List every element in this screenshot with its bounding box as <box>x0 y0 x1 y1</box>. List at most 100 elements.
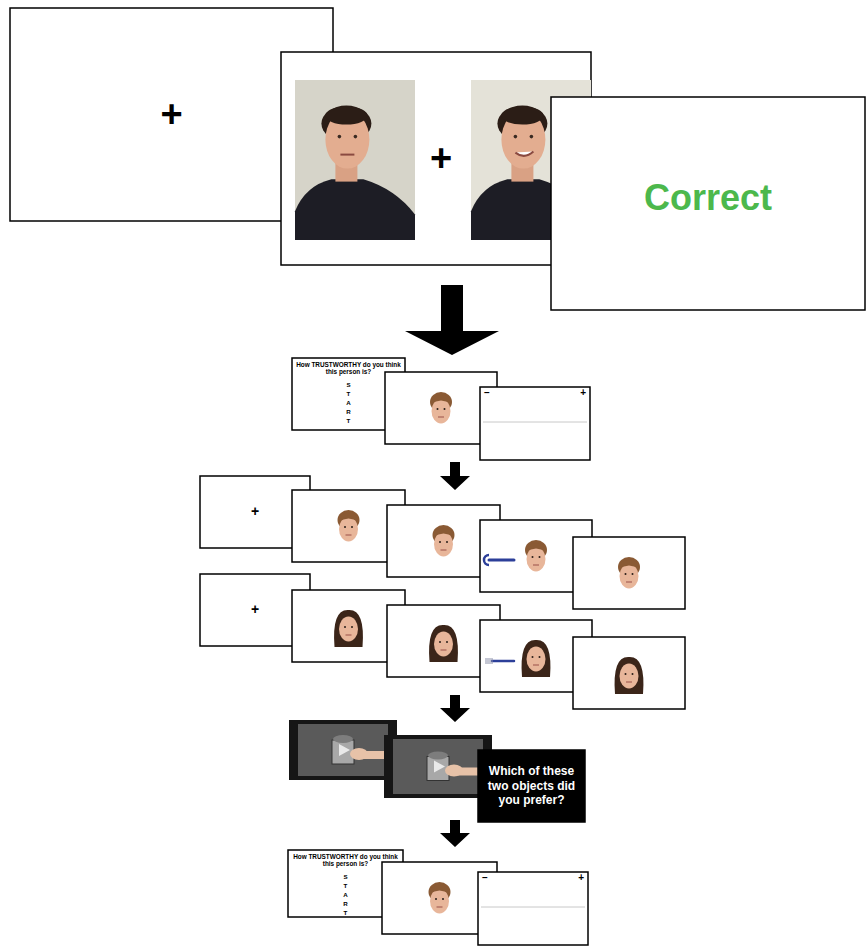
screen-box: Which of these two objects did you prefe… <box>478 750 585 822</box>
mouth <box>626 582 632 583</box>
arm <box>363 751 385 759</box>
screen-text: + <box>578 872 584 883</box>
mouth <box>340 154 354 156</box>
mouth <box>346 635 352 636</box>
fork-prong <box>485 663 493 664</box>
eye <box>442 898 444 900</box>
screen-box: + <box>281 52 591 265</box>
screen-text: + <box>251 504 259 519</box>
block-arrow <box>405 285 499 355</box>
video-frame <box>384 735 492 798</box>
screen-outline <box>281 52 591 265</box>
screen-text: Which of these two objects did you prefe… <box>484 764 579 807</box>
screen-outline <box>480 387 590 460</box>
eye <box>625 573 627 575</box>
hair-fringe <box>619 560 639 569</box>
wrench-handle <box>489 559 514 562</box>
face-screen <box>573 637 685 709</box>
screen-text: + <box>430 138 452 180</box>
object-lid <box>428 752 448 760</box>
video-frame <box>289 720 397 780</box>
screen-box: + <box>10 8 333 221</box>
eye <box>632 673 634 675</box>
video-screen <box>289 720 397 780</box>
hair-fringe <box>339 513 359 522</box>
face <box>620 664 639 689</box>
eye <box>625 673 627 675</box>
face-screen <box>573 637 685 709</box>
screen-box: –+ <box>480 387 590 460</box>
eye <box>539 556 541 558</box>
face <box>339 617 358 642</box>
screen-box: + <box>200 574 310 646</box>
fork-handle <box>492 660 514 663</box>
eye <box>539 656 541 658</box>
eye <box>446 541 448 543</box>
eye <box>439 641 441 643</box>
connectors <box>405 285 499 847</box>
screen-outline <box>551 97 865 310</box>
face <box>434 632 453 657</box>
face-screen <box>573 537 685 609</box>
eye <box>439 541 441 543</box>
screen-frame <box>551 97 865 310</box>
screen-frame <box>480 387 590 460</box>
play-icon <box>434 761 445 773</box>
face <box>430 889 449 914</box>
screen-text: – <box>482 872 488 883</box>
eye <box>351 526 353 528</box>
mouth <box>533 565 539 566</box>
block-arrow <box>440 820 470 847</box>
screen-text: + <box>160 94 182 136</box>
eye <box>351 626 353 628</box>
hair-fringe <box>434 528 454 537</box>
slider-track <box>481 907 585 908</box>
eye <box>446 641 448 643</box>
eye <box>514 135 518 139</box>
eye <box>632 573 634 575</box>
eye <box>530 135 534 139</box>
hair <box>615 657 644 694</box>
hair <box>522 640 551 677</box>
screen-outline <box>478 872 588 945</box>
screen-text: How TRUSTWORTHY do you think this person… <box>291 853 400 868</box>
screen-box: –+ <box>478 872 588 945</box>
screens <box>10 8 865 945</box>
object-lid <box>333 735 353 743</box>
fork-prong <box>485 659 493 660</box>
wrench-jaw <box>484 555 489 565</box>
screen-box: Correct <box>551 97 865 310</box>
eye <box>437 408 439 410</box>
screen-text: + <box>580 387 586 398</box>
hair <box>334 610 363 647</box>
eye <box>354 135 358 139</box>
screen-frame <box>281 52 591 265</box>
hair-fringe <box>526 543 546 552</box>
hair-fringe <box>430 885 450 894</box>
screen-box: How TRUSTWORTHY do you think this person… <box>288 850 403 917</box>
hair-top <box>325 107 367 125</box>
screen-box: How TRUSTWORTHY do you think this person… <box>292 358 405 430</box>
mouth <box>346 535 352 536</box>
eye <box>532 656 534 658</box>
screen-text: – <box>484 387 490 398</box>
vertical-label: START <box>345 381 351 426</box>
block-arrow <box>440 695 470 722</box>
hoodie <box>295 179 415 240</box>
face <box>527 647 546 672</box>
hair-top <box>501 107 543 125</box>
face <box>432 399 451 424</box>
fork-prong <box>485 661 493 662</box>
screen-outline <box>478 750 585 822</box>
vertical-label: START <box>342 873 348 917</box>
hair <box>429 625 458 662</box>
mouth <box>441 550 447 551</box>
mouth <box>626 682 632 683</box>
video-image <box>393 739 483 794</box>
screen-text: How TRUSTWORTHY do you think this person… <box>294 361 403 376</box>
face <box>434 532 453 557</box>
eye <box>444 408 446 410</box>
arm <box>458 768 480 776</box>
eye <box>344 526 346 528</box>
